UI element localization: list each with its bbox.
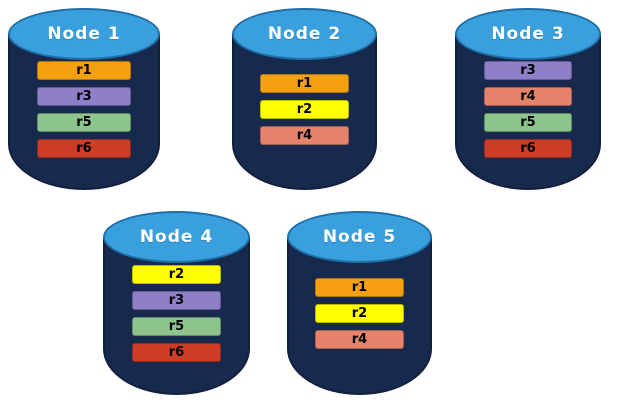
replica-bar[interactable]: r3 [484, 61, 572, 80]
node-cylinder-node-1[interactable]: Node 1 r1 r3 r5 r6 [8, 8, 160, 190]
replica-bar[interactable]: r1 [315, 278, 404, 297]
node-title: Node 2 [267, 23, 342, 44]
node-cylinder-node-5[interactable]: Node 5 r1 r2 r4 [287, 211, 432, 395]
replica-bar[interactable]: r1 [37, 61, 131, 80]
replica-bar[interactable]: r2 [315, 304, 404, 323]
replica-bar[interactable]: r4 [260, 126, 349, 145]
replica-bar[interactable]: r3 [37, 87, 131, 106]
node-title: Node 1 [47, 23, 121, 44]
replica-bar[interactable]: r3 [132, 291, 221, 310]
replica-bar[interactable]: r6 [132, 343, 221, 362]
cylinder-top-cap: Node 5 [287, 211, 432, 263]
replica-bar[interactable]: r1 [260, 74, 349, 93]
replica-bar[interactable]: r2 [260, 100, 349, 119]
cylinder-top-cap: Node 3 [455, 8, 601, 60]
replica-stack: r2 r3 r5 r6 [132, 265, 221, 362]
node-title: Node 4 [139, 226, 214, 247]
replica-bar[interactable]: r4 [315, 330, 404, 349]
replica-bar[interactable]: r5 [37, 113, 131, 132]
node-cylinder-node-4[interactable]: Node 4 r2 r3 r5 r6 [103, 211, 250, 395]
replica-bar[interactable]: r4 [484, 87, 572, 106]
node-cylinder-node-2[interactable]: Node 2 r1 r2 r4 [232, 8, 377, 190]
node-title: Node 5 [322, 226, 397, 247]
node-title: Node 3 [491, 23, 565, 44]
cylinder-base [232, 144, 377, 190]
node-cylinder-node-3[interactable]: Node 3 r3 r4 r5 r6 [455, 8, 601, 190]
cylinder-top-cap: Node 4 [103, 211, 250, 263]
replica-bar[interactable]: r6 [484, 139, 572, 158]
replica-stack: r1 r3 r5 r6 [37, 61, 131, 158]
replica-bar[interactable]: r5 [132, 317, 221, 336]
replica-bar[interactable]: r2 [132, 265, 221, 284]
cylinder-base [287, 349, 432, 395]
cylinder-top-cap: Node 1 [8, 8, 160, 60]
replica-bar[interactable]: r6 [37, 139, 131, 158]
cylinder-top-cap: Node 2 [232, 8, 377, 60]
replica-stack: r1 r2 r4 [315, 278, 404, 349]
replica-stack: r3 r4 r5 r6 [484, 61, 572, 158]
replica-stack: r1 r2 r4 [260, 74, 349, 145]
replica-bar[interactable]: r5 [484, 113, 572, 132]
